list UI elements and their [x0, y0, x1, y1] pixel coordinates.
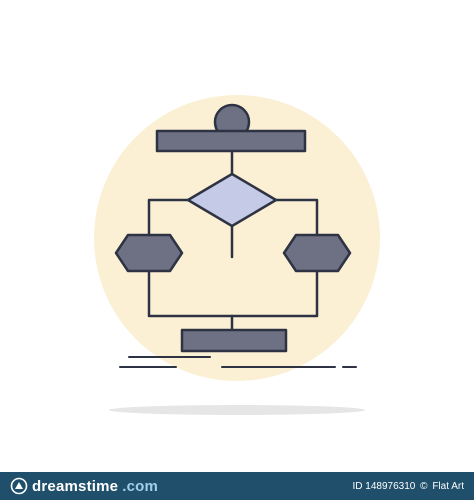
floor-lines: [119, 356, 357, 368]
bottom-bar: [180, 328, 288, 353]
image-credit: ID 148976310 © Flat Art: [353, 481, 464, 492]
connector-left: [147, 198, 190, 237]
copyright-symbol: ©: [420, 480, 428, 492]
brand-name: dreamstime: [32, 477, 119, 495]
flowchart-illustration: [94, 95, 380, 415]
background-circle: [94, 95, 380, 381]
brand-tld: .com: [122, 477, 159, 495]
connector-right: [274, 198, 319, 237]
brand[interactable]: dreamstime.com: [10, 477, 158, 495]
author-name: Flat Art: [432, 480, 464, 492]
algorithm-flowchart-icon: [114, 103, 352, 353]
left-process-hexagon: [114, 233, 184, 273]
right-process-hexagon: [282, 233, 352, 273]
decision-diamond: [186, 172, 278, 228]
ground-shadow: [109, 405, 365, 415]
image-id: ID 148976310: [352, 480, 416, 492]
top-bar: [155, 129, 307, 153]
footer-bar: dreamstime.com ID 148976310 © Flat Art: [0, 472, 474, 500]
dreamstime-logo-icon: [10, 477, 28, 495]
